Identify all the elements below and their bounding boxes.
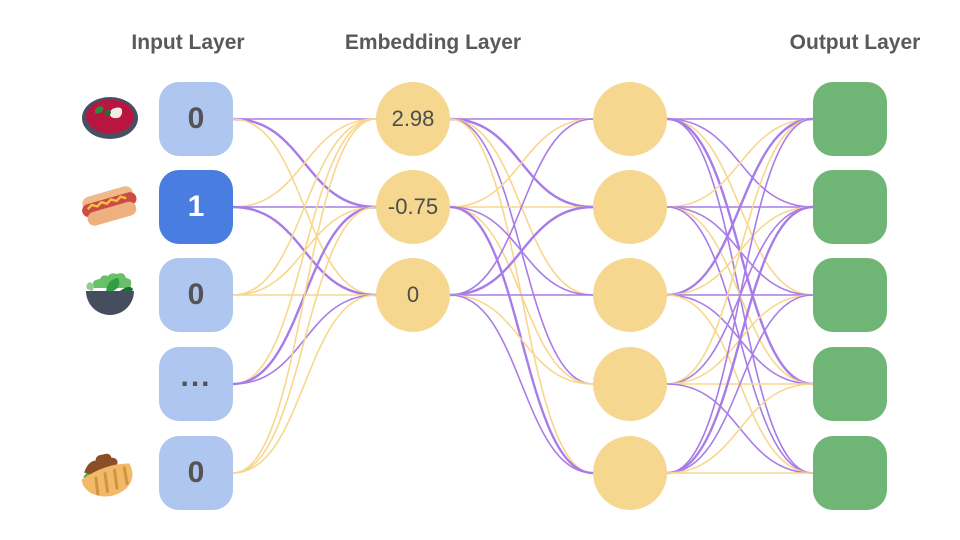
output-layer-title: Output Layer [789,31,921,54]
soup-bowl-emoji [76,85,144,153]
edge-input2-embedding1 [232,118,377,208]
input-node-5: 0 [159,436,233,510]
input-layer-title: Input Layer [131,31,245,54]
embedding-layer-title: Embedding Layer [344,31,522,54]
input-node-2: 1 [159,170,233,244]
input-node-4: ... [159,347,233,421]
edge-hidden5-output4 [666,383,814,474]
edge-embedding3-hidden4 [449,294,594,385]
input-node-3: 0 [159,258,233,332]
edge-hidden3-output1 [666,117,814,297]
edge-hidden2-output1 [666,118,814,208]
embedding-node-2-label: -0.75 [387,194,439,219]
salad-emoji [76,262,144,330]
hot-dog-emoji [76,173,144,241]
edge-embedding2-hidden1 [449,118,594,208]
embedding-node-3-label: 0 [406,282,420,307]
edge-input3-embedding1 [232,118,377,296]
hidden-node-1 [593,82,667,156]
hidden-node-4 [593,347,667,421]
input-node-3-label: 0 [187,278,205,311]
edge-input5-embedding2 [232,206,377,474]
edge-hidden4-output1 [666,118,814,385]
edge-embedding3-hidden5 [449,294,594,474]
input-node-5-label: 0 [187,456,205,489]
edge-embedding3-hidden2 [449,205,594,297]
embedding-node-2: -0.75 [376,170,450,244]
input-node-1: 0 [159,82,233,156]
hidden-node-2 [593,170,667,244]
stuffed-flatbread-emoji [74,441,142,509]
edge-hidden5-output3 [666,294,814,474]
edge-input4-embedding1 [232,118,377,385]
input-node-1-label: 0 [187,102,205,135]
input-node-4-label: ... [180,360,212,393]
edge-hidden5-output1 [666,118,814,474]
hidden-node-5 [593,436,667,510]
embedding-node-3: 0 [376,258,450,332]
output-node-1 [813,82,887,156]
edge-embedding3-hidden1 [449,118,594,296]
input-node-2-label: 1 [187,190,205,223]
hidden-node-3 [593,258,667,332]
output-node-2 [813,170,887,244]
output-node-5 [813,436,887,510]
edge-input5-embedding1 [232,118,377,474]
output-node-3 [813,258,887,332]
edge-input5-embedding3 [232,294,377,474]
embedding-node-1: 2.98 [376,82,450,156]
output-node-4 [813,347,887,421]
edge-hidden5-output2 [666,205,814,475]
embedding-node-1-label: 2.98 [391,106,435,131]
